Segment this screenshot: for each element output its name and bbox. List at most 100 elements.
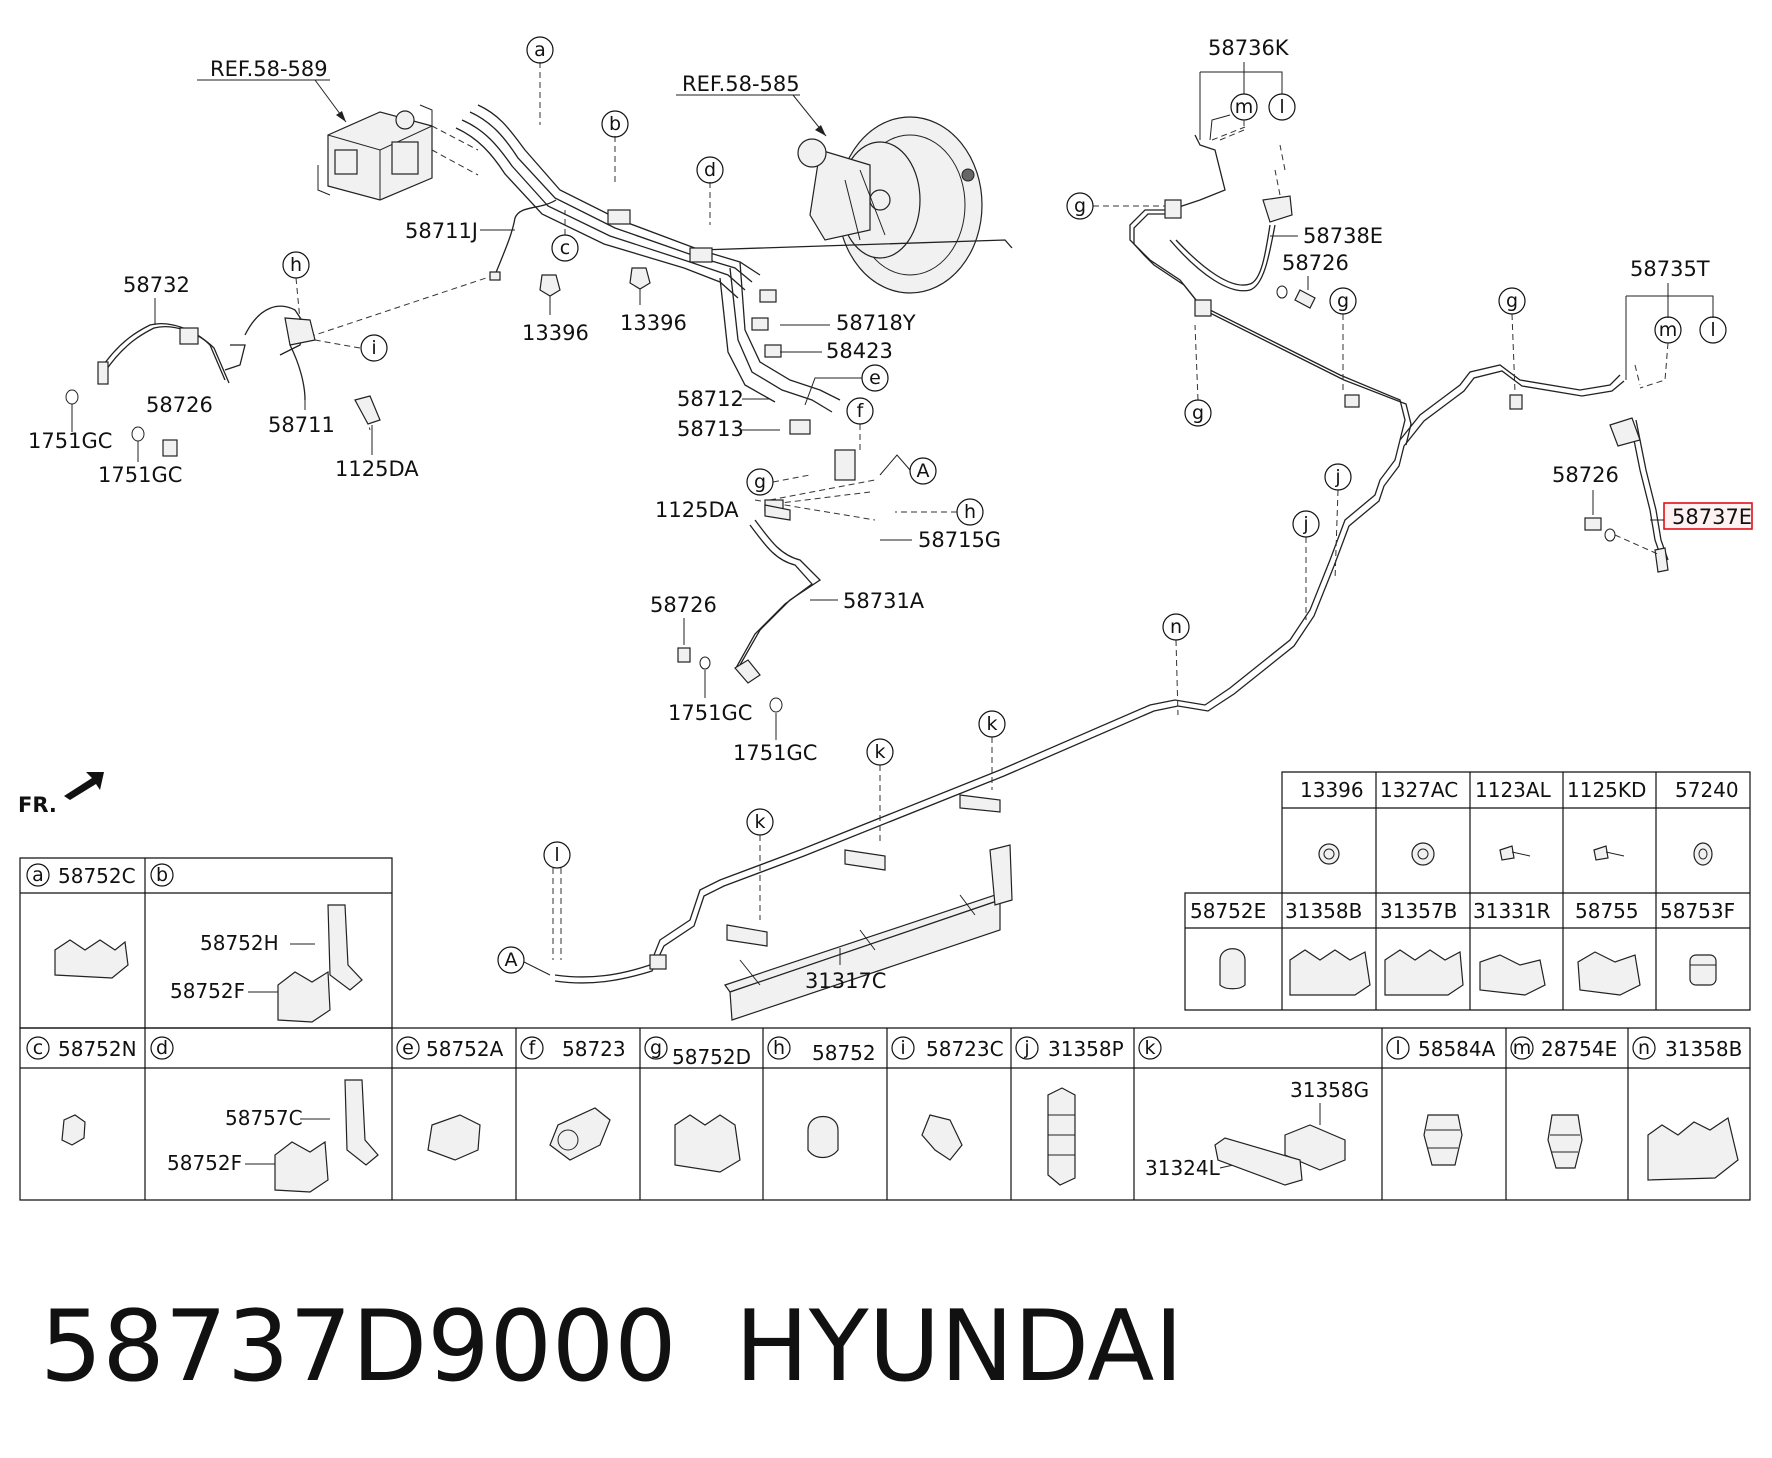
clip-58752D-icon xyxy=(674,1114,741,1173)
label-58737E-highlighted[interactable]: 58737E xyxy=(1672,505,1752,529)
callout-d[interactable]: d xyxy=(704,159,716,181)
table-code-31358B-n[interactable]: 31358B xyxy=(1665,1037,1742,1061)
label-58738E[interactable]: 58738E xyxy=(1303,224,1383,248)
callout-n[interactable]: n xyxy=(1170,616,1182,638)
label-1751GC-mid[interactable]: 1751GC xyxy=(668,701,752,725)
callout-i[interactable]: i xyxy=(371,337,376,359)
callout-A-bottom[interactable]: A xyxy=(505,949,518,971)
callout-k-2[interactable]: k xyxy=(874,741,885,763)
callout-A-top[interactable]: A xyxy=(917,460,930,482)
table-header-1123AL[interactable]: 1123AL xyxy=(1475,778,1552,802)
callout-l-top[interactable]: l xyxy=(1279,96,1284,118)
label-1751GC-left[interactable]: 1751GC xyxy=(28,429,112,453)
callout-g-rear-3[interactable]: g xyxy=(1337,290,1349,312)
table-code-58752A[interactable]: 58752A xyxy=(426,1037,504,1061)
clip-31358B-n-icon xyxy=(1647,1117,1739,1181)
callout-g-rear-2[interactable]: g xyxy=(1192,402,1204,424)
flange-bolt-icon xyxy=(1593,845,1625,861)
table-header-31331R[interactable]: 31331R xyxy=(1473,899,1551,923)
bracket-58757C-icon xyxy=(344,1079,379,1166)
grommet-icon xyxy=(1689,954,1717,986)
table-header-58753F[interactable]: 58753F xyxy=(1660,899,1735,923)
label-58718Y[interactable]: 58718Y xyxy=(836,311,916,335)
label-58752F-d[interactable]: 58752F xyxy=(167,1151,242,1175)
label-1751GC-left2[interactable]: 1751GC xyxy=(98,463,182,487)
callout-a-circle[interactable] xyxy=(526,36,554,64)
label-58715G[interactable]: 58715G xyxy=(918,528,1001,552)
callout-g-rear-4[interactable]: g xyxy=(1506,290,1518,312)
table-code-58752C[interactable]: 58752C xyxy=(58,864,136,888)
callout-h-right[interactable]: h xyxy=(964,501,976,523)
table-header-13396[interactable]: 13396 xyxy=(1300,778,1364,802)
table-header-31357B[interactable]: 31357B xyxy=(1380,899,1457,923)
label-31358G[interactable]: 31358G xyxy=(1290,1078,1369,1102)
callout-m-top[interactable]: m xyxy=(1235,96,1254,118)
label-58726-right[interactable]: 58726 xyxy=(1282,251,1349,275)
table-code-58752N[interactable]: 58752N xyxy=(58,1037,137,1061)
callout-b[interactable]: b xyxy=(609,113,621,135)
table-code-58723[interactable]: 58723 xyxy=(562,1037,626,1061)
label-31324L[interactable]: 31324L xyxy=(1145,1156,1221,1180)
callout-f[interactable]: f xyxy=(857,400,865,422)
table-header-57240[interactable]: 57240 xyxy=(1675,778,1739,802)
callout-k-1[interactable]: k xyxy=(986,713,997,735)
table-header-31358B[interactable]: 31358B xyxy=(1285,899,1362,923)
callout-l-bottom[interactable]: l xyxy=(554,844,559,866)
table-header-1327AC[interactable]: 1327AC xyxy=(1380,778,1458,802)
label-58712[interactable]: 58712 xyxy=(677,387,744,411)
label-1125DA-left[interactable]: 1125DA xyxy=(335,457,419,481)
table-letter-l: l xyxy=(1395,1037,1400,1059)
frame-rail xyxy=(724,794,1013,1021)
callout-j-1[interactable]: j xyxy=(1334,466,1340,488)
table-code-58584A[interactable]: 58584A xyxy=(1418,1037,1496,1061)
right-rear-hose xyxy=(1584,364,1669,573)
label-58752F-b[interactable]: 58752F xyxy=(170,979,245,1003)
table-code-58752[interactable]: 58752 xyxy=(812,1041,876,1065)
label-58711[interactable]: 58711 xyxy=(268,413,335,437)
callout-l-right[interactable]: l xyxy=(1710,319,1715,341)
label-1125DA-mid[interactable]: 1125DA xyxy=(655,498,739,522)
callout-g-front[interactable]: g xyxy=(754,471,766,493)
table-header-58755[interactable]: 58755 xyxy=(1575,899,1639,923)
table-code-58752D[interactable]: 58752D xyxy=(672,1045,751,1069)
label-58726-left[interactable]: 58726 xyxy=(146,393,213,417)
callout-c[interactable]: c xyxy=(560,237,570,259)
label-58735T[interactable]: 58735T xyxy=(1630,257,1710,281)
table-code-28754E[interactable]: 28754E xyxy=(1541,1037,1617,1061)
label-58726-far-right[interactable]: 58726 xyxy=(1552,463,1619,487)
label-1751GC-mid2[interactable]: 1751GC xyxy=(733,741,817,765)
clip-table-bottom: c 58752N d e 58752A f 58723 g 58752D h 5… xyxy=(19,1027,1751,1201)
table-letter-e: e xyxy=(402,1037,414,1059)
label-58726-mid[interactable]: 58726 xyxy=(650,593,717,617)
ref-58-585-label[interactable]: REF.58-585 xyxy=(682,72,800,96)
clip-bracket-icon xyxy=(1479,954,1546,996)
label-13396-mid[interactable]: 13396 xyxy=(620,311,687,335)
label-58752H[interactable]: 58752H xyxy=(200,931,279,955)
label-58423[interactable]: 58423 xyxy=(826,339,893,363)
label-58757C[interactable]: 58757C xyxy=(225,1106,303,1130)
label-31317C[interactable]: 31317C xyxy=(805,969,886,993)
highlight-box[interactable] xyxy=(1663,502,1753,530)
callout-m-right[interactable]: m xyxy=(1659,319,1678,341)
label-13396-left[interactable]: 13396 xyxy=(522,321,589,345)
table-code-31358P[interactable]: 31358P xyxy=(1048,1037,1124,1061)
callout-a[interactable]: a xyxy=(534,39,546,61)
ref-58-589-label[interactable]: REF.58-589 xyxy=(210,57,328,81)
callout-h-left[interactable]: h xyxy=(290,254,302,276)
callout-j-2[interactable]: j xyxy=(1302,513,1308,535)
grommet-28754E-icon xyxy=(1547,1114,1583,1169)
label-58732[interactable]: 58732 xyxy=(123,273,190,297)
table-letter-k: k xyxy=(1144,1037,1155,1059)
table-header-58752E[interactable]: 58752E xyxy=(1190,899,1266,923)
label-58736K[interactable]: 58736K xyxy=(1208,36,1290,60)
label-58713[interactable]: 58713 xyxy=(677,417,744,441)
callout-g-rear-1[interactable]: g xyxy=(1074,195,1086,217)
callout-k-3[interactable]: k xyxy=(754,811,765,833)
label-58711J[interactable]: 58711J xyxy=(405,219,478,243)
table-code-58723C[interactable]: 58723C xyxy=(926,1037,1004,1061)
table-header-1125KD[interactable]: 1125KD xyxy=(1567,778,1646,802)
label-58731A[interactable]: 58731A xyxy=(843,589,925,613)
multi-clip-icon-2 xyxy=(1384,949,1464,996)
callout-e[interactable]: e xyxy=(869,367,881,389)
